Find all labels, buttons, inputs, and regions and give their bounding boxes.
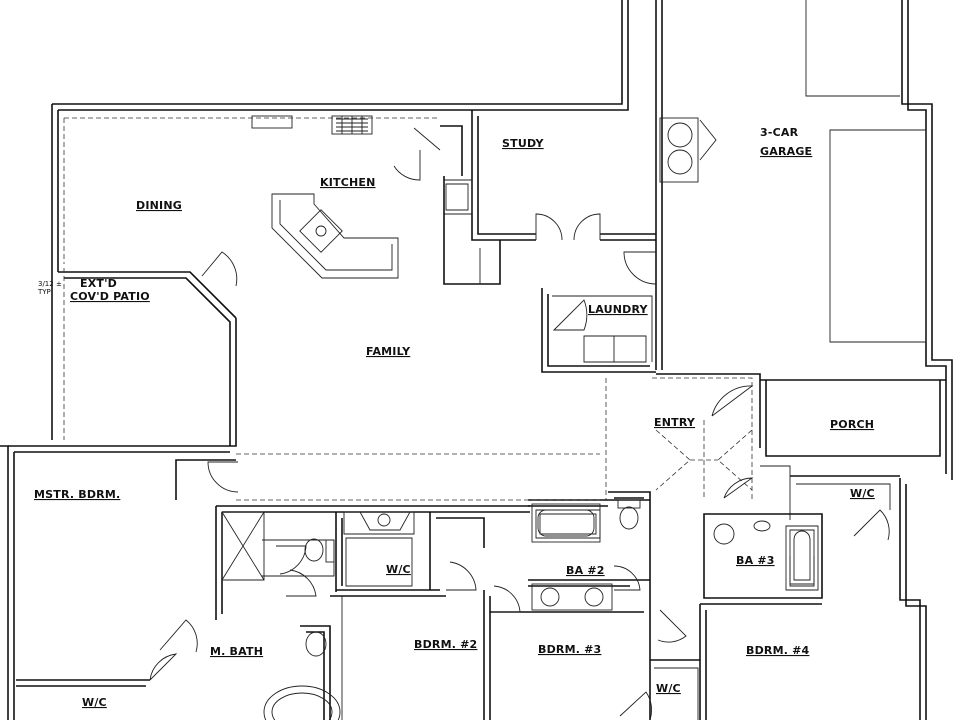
water-heater-icon: [659, 117, 699, 183]
double-sink-icon: [531, 583, 613, 611]
label-kitchen: KITCHEN: [320, 176, 376, 189]
door-swing-icon: [393, 150, 421, 181]
door-swing-icon: [286, 569, 317, 597]
label-laundry: LAUNDRY: [588, 303, 649, 316]
door-swing-icon: [149, 653, 178, 681]
label-wic-hall: W/C: [386, 563, 411, 576]
door-swing-icon: [446, 561, 477, 591]
door-swing-icon: [159, 619, 198, 653]
door-swing-icon: [623, 251, 657, 285]
counter-sink-icon: [251, 115, 293, 129]
door-swing-icon: [853, 509, 890, 541]
doors: [149, 119, 890, 720]
label-bedroom3: BDRM. #3: [538, 643, 601, 656]
label-bedroom2: BDRM. #2: [414, 638, 477, 651]
label-bath2: BA #2: [566, 564, 605, 577]
patio-dimension-note: 3/12 ±: [38, 280, 62, 288]
door-swing-icon: [657, 609, 687, 643]
door-swing-icon: [699, 119, 717, 161]
label-wic-bottom: W/C: [656, 682, 681, 695]
door-swing-icon: [723, 477, 754, 499]
label-wic-bed4: W/C: [850, 487, 875, 500]
label-porch: PORCH: [830, 418, 874, 431]
interior-walls: [16, 110, 946, 720]
label-patio-line1: EXT'D: [80, 277, 117, 290]
label-family: FAMILY: [366, 345, 411, 358]
door-swing-icon: [413, 127, 441, 151]
door-swing-icon: [276, 545, 307, 575]
label-dining: DINING: [136, 199, 182, 212]
door-swing-icon: [207, 461, 239, 493]
label-bedroom4: BDRM. #4: [746, 644, 810, 657]
door-swing-icon: [573, 213, 601, 241]
fireplace-icon: [359, 511, 411, 531]
bathtub-icon: [531, 503, 601, 543]
door-swing-icon: [613, 565, 641, 591]
label-garage-line2: GARAGE: [760, 145, 812, 158]
kitchen-island-icon: [271, 193, 399, 279]
label-bath3: BA #3: [736, 554, 775, 567]
label-entry: ENTRY: [654, 416, 696, 429]
toilet-icon: [304, 538, 335, 563]
label-master-bedroom: MSTR. BDRM.: [34, 488, 120, 501]
label-patio-line2: COV'D PATIO: [70, 290, 150, 303]
toilet-icon: [617, 499, 641, 530]
door-swing-icon: [552, 299, 588, 331]
label-study: STUDY: [502, 137, 544, 150]
room-labels: DINING KITCHEN STUDY 3-CAR GARAGE 3/12 ±…: [34, 126, 875, 709]
label-wic-master: W/C: [82, 696, 107, 709]
door-swing-icon: [711, 385, 754, 417]
label-master-bath: M. BATH: [210, 645, 263, 658]
door-swing-icon: [492, 585, 521, 613]
door-swing-icon: [201, 251, 238, 287]
label-garage-line1: 3-CAR: [760, 126, 799, 139]
toilet-icon: [713, 520, 771, 545]
bathtub-icon: [263, 685, 341, 720]
sink-icon: [305, 631, 327, 657]
door-swing-icon: [535, 213, 563, 241]
bathtub-icon: [789, 530, 815, 585]
patio-dimension-note-2: TYP: [37, 288, 51, 296]
door-swing-icon: [619, 691, 652, 720]
fixtures: [251, 115, 815, 720]
range-icon: [331, 115, 373, 135]
